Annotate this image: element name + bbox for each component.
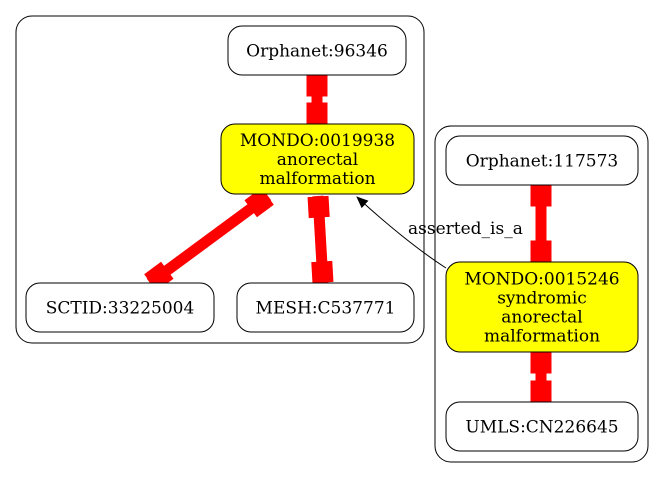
edge-head-square-icon xyxy=(306,102,328,124)
node-mesh-c537771[interactable]: MESH:C537771 xyxy=(236,282,415,333)
subclass-edge-line xyxy=(356,196,447,269)
node-name-label: anorectal xyxy=(277,150,358,170)
edge-tail-square-icon xyxy=(530,185,552,207)
node-box xyxy=(445,261,639,353)
edge-mondo_0019938-to-mesh_c537771 xyxy=(307,195,334,284)
node-box xyxy=(25,282,215,333)
edge-head-square-icon xyxy=(530,240,552,262)
edge-label: asserted_is_a xyxy=(408,219,523,239)
node-id-label: UMLS:CN226645 xyxy=(465,418,618,438)
node-orphanet-117573[interactable]: Orphanet:117573 xyxy=(445,135,639,186)
node-box xyxy=(220,123,415,195)
node-id-label: MONDO:0019938 xyxy=(240,131,395,151)
node-umls-cn226645[interactable]: UMLS:CN226645 xyxy=(445,401,639,452)
node-id-label: MESH:C537771 xyxy=(256,299,396,319)
node-name-label: anorectal xyxy=(501,308,582,328)
cluster-layer xyxy=(15,15,649,463)
node-name-label: malformation xyxy=(484,327,600,347)
edge-orphanet_117573-to-mondo_0015246 xyxy=(530,185,552,262)
edge-head-square-icon xyxy=(530,380,552,402)
node-id-label: Orphanet:96346 xyxy=(246,42,388,62)
edge-tail-square-icon xyxy=(306,75,328,97)
edge-mondo_0015246-to-mondo_0019938: asserted_is_a xyxy=(356,196,523,269)
cluster-right xyxy=(434,125,649,463)
edge-tail-square-icon xyxy=(307,195,330,219)
edge-mondo_0015246-to-umls_cn226645 xyxy=(530,352,552,402)
node-name-label: malformation xyxy=(259,169,375,189)
edge-tail-square-icon xyxy=(530,352,552,374)
node-id-label: SCTID:33225004 xyxy=(46,299,195,319)
xref-edge-line xyxy=(146,191,272,288)
node-name-label: syndromic xyxy=(497,289,587,309)
node-sctid-33225004[interactable]: SCTID:33225004 xyxy=(25,282,215,333)
edge-head-square-icon xyxy=(311,260,334,284)
node-box xyxy=(236,282,415,333)
edge-orphanet_96346-to-mondo_0019938 xyxy=(306,75,328,124)
edge-mondo_0019938-to-sctid_33225004 xyxy=(144,187,274,292)
node-box xyxy=(445,401,639,452)
node-box xyxy=(445,135,639,186)
cluster-left xyxy=(15,15,425,344)
edge-tail-square-icon xyxy=(244,187,274,218)
node-layer: Orphanet:96346MONDO:0019938anorectalmalf… xyxy=(25,25,639,452)
node-mondo-0015246[interactable]: MONDO:0015246syndromicanorectalmalformat… xyxy=(445,261,639,353)
node-box xyxy=(227,25,407,76)
node-orphanet-96346[interactable]: Orphanet:96346 xyxy=(227,25,407,76)
node-id-label: MONDO:0015246 xyxy=(464,270,619,290)
node-id-label: Orphanet:117573 xyxy=(466,152,619,172)
